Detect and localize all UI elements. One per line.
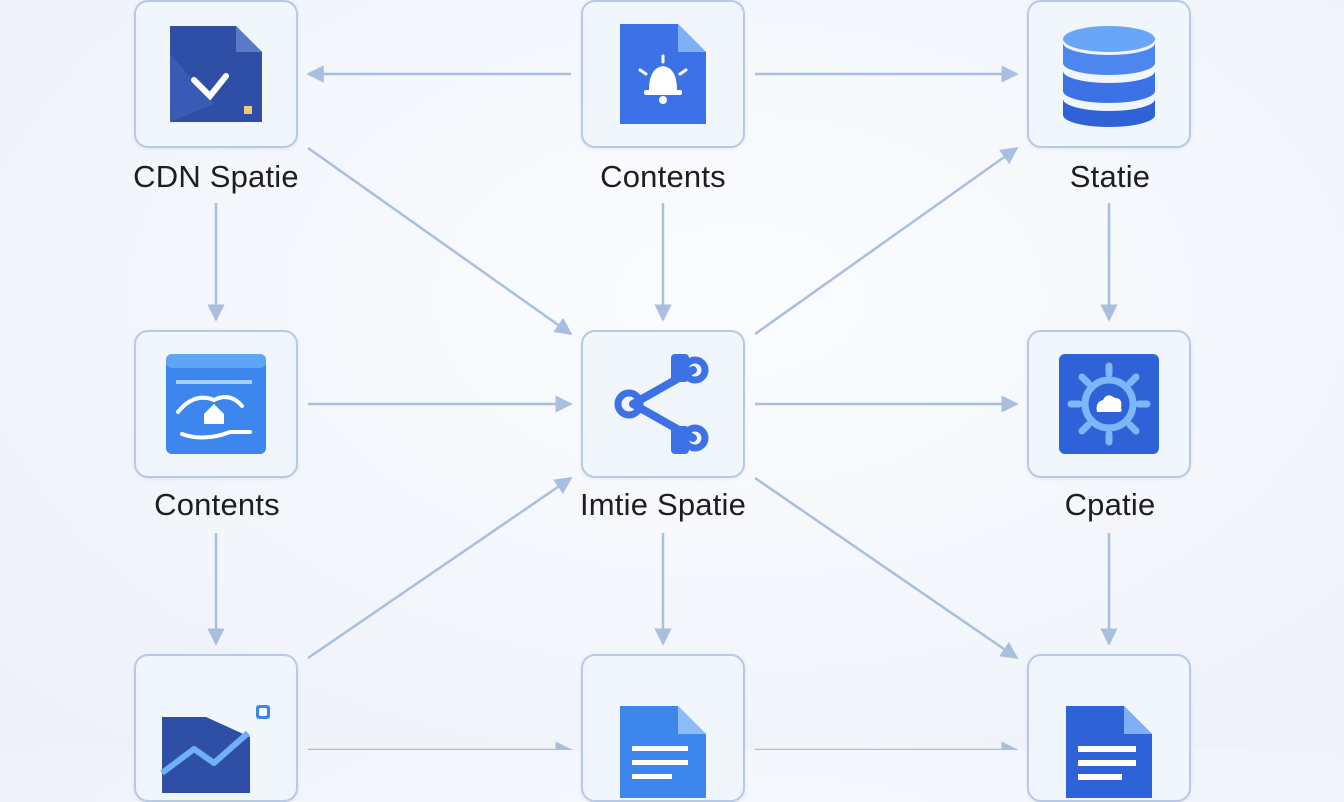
node-label-contents-top: Contents: [600, 159, 726, 194]
share-icon: [611, 352, 715, 456]
connector-layer: [207, 65, 1118, 750]
database-icon: [1059, 19, 1159, 129]
edge-n5-to-n9: [754, 476, 1019, 660]
image-card-icon: [164, 352, 268, 456]
document-check-icon: [164, 22, 268, 126]
node-contents-middle[interactable]: [134, 330, 298, 478]
document-lines-icon: [616, 658, 710, 798]
node-label-statie: Statie: [1069, 159, 1151, 194]
node-cdn-spatie[interactable]: [134, 0, 298, 148]
node-document-middle[interactable]: [581, 654, 745, 802]
edge-n5-to-n3: [754, 146, 1019, 336]
node-chart-image[interactable]: [134, 654, 298, 802]
node-imtie-spatie[interactable]: [581, 330, 745, 478]
chart-image-icon: [160, 663, 272, 793]
gear-cloud-icon: [1057, 352, 1161, 456]
node-contents-top[interactable]: [581, 0, 745, 148]
document-bell-icon: [616, 20, 710, 128]
node-statie[interactable]: [1027, 0, 1191, 148]
edge-n7-to-n5: [307, 476, 573, 660]
node-document-right[interactable]: [1027, 654, 1191, 802]
node-cpatie[interactable]: [1027, 330, 1191, 478]
node-label-contents-middle: Contents: [154, 487, 280, 522]
node-label-cpatie: Cpatie: [1064, 487, 1156, 522]
node-label-imtie-spatie: Imtie Spatie: [579, 487, 747, 522]
node-label-cdn-spatie: CDN Spatie: [133, 159, 299, 194]
document-lines-icon: [1062, 658, 1156, 798]
edge-n1-to-n5: [307, 146, 573, 336]
